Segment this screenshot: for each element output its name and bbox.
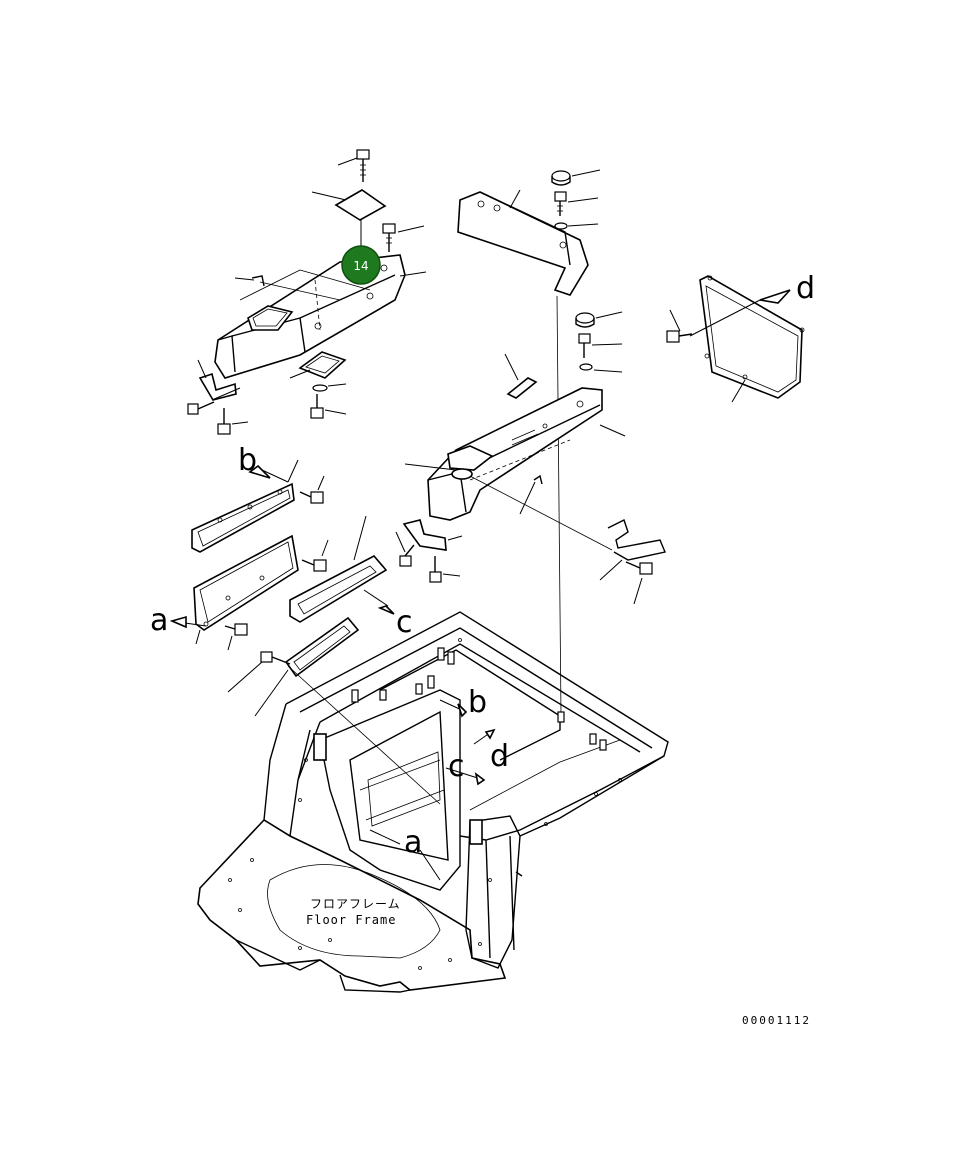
frame-leaders (369, 699, 496, 881)
view-label-c-frame: c (448, 749, 465, 784)
bolt-gasket-down (310, 394, 347, 419)
bolt-right-panel (666, 309, 693, 343)
panel-c-gasket (289, 515, 395, 623)
console-pin (533, 474, 543, 485)
right-side-panel (689, 275, 805, 403)
right-console (427, 387, 626, 521)
panel-b (191, 459, 299, 553)
floor-frame-label-en: Floor Frame (306, 913, 396, 927)
callout-14-circle[interactable] (341, 245, 381, 285)
leader-console-knob (404, 463, 457, 471)
callout-14-number: 14 (353, 259, 368, 273)
view-label-d-right: d (796, 271, 815, 306)
view-label-b-frame: b (468, 685, 487, 720)
bolt-cover-right (382, 223, 427, 277)
bolt-panel-a-upper (301, 539, 329, 572)
view-label-c-left: c (396, 605, 413, 640)
bolt-panel-a-lower (224, 623, 248, 651)
view-label-b-left: b (238, 443, 257, 478)
bolt-latch (625, 561, 653, 605)
bolt-right-bracket-a (395, 531, 415, 567)
small-pin-left (234, 275, 265, 287)
floor-frame-label-jp: フロアフレーム (310, 897, 401, 911)
right-cap-mid (575, 311, 623, 328)
right-console-bracket (402, 519, 463, 551)
bolt-bracket-down (217, 408, 249, 435)
view-label-d-frame: d (490, 739, 509, 774)
drawing-number: 00001112 (742, 1014, 811, 1027)
panel-a (169, 534, 299, 645)
view-label-a-left: a (150, 603, 168, 638)
bolt-top (337, 149, 370, 182)
right-washer-mid (579, 363, 623, 373)
right-console-slot (504, 353, 538, 399)
panel-lower-gasket (254, 616, 360, 717)
right-washer-top (554, 222, 599, 230)
right-bolt-top (554, 191, 599, 216)
latch-hook (469, 475, 666, 581)
cover-plate (311, 189, 387, 221)
floor-frame (197, 611, 669, 993)
bolt-lower-gasket (227, 651, 291, 693)
bolt-bracket-left (187, 387, 241, 415)
right-top-cover (457, 189, 589, 296)
right-bolt-mid (578, 333, 623, 358)
right-cap-top (551, 169, 601, 186)
bolt-right-bracket-b (429, 556, 461, 583)
vertical-guide-line (556, 295, 562, 715)
leader-console-pin (519, 481, 536, 515)
bolt-panel-b (299, 475, 325, 504)
left-cover-gasket (289, 351, 347, 392)
callout-14-group[interactable]: 14 (341, 220, 381, 285)
view-label-a-frame: a (404, 825, 422, 860)
